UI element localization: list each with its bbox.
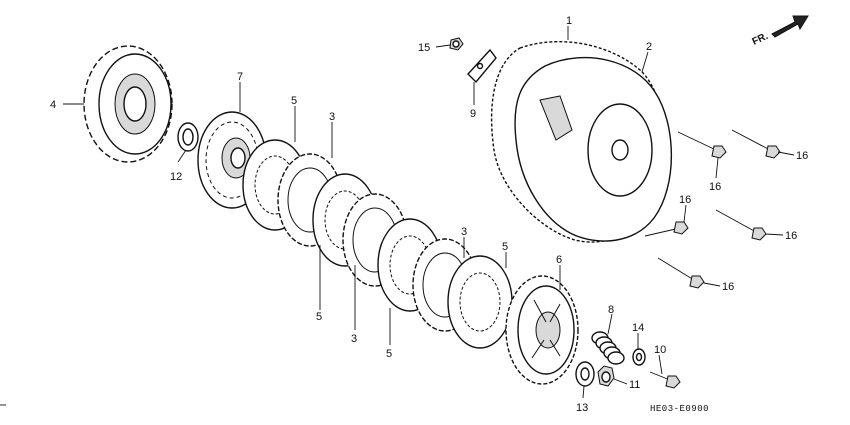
callout-7: 7 — [237, 71, 243, 83]
part-stopper-plate — [467, 48, 497, 84]
part-pressure-plate — [505, 275, 579, 385]
front-direction-arrow: FR. — [751, 15, 809, 48]
callout-14: 14 — [632, 322, 644, 334]
part-clutch-outer — [83, 45, 173, 163]
callout-13: 13 — [576, 402, 588, 414]
callout-8: 8 — [608, 304, 614, 316]
callout-5: 5 — [291, 95, 297, 107]
callout-3: 3 — [329, 111, 335, 123]
callout-6: 6 — [556, 254, 562, 266]
callout-5: 5 — [502, 241, 508, 253]
friction-disc — [447, 255, 513, 349]
callout-16: 16 — [722, 281, 734, 293]
callout-12: 12 — [170, 171, 182, 183]
callout-5: 5 — [386, 348, 392, 360]
callout-10: 10 — [654, 344, 666, 356]
callout-16: 16 — [796, 150, 808, 162]
drawing-code: HE03-E0900 — [650, 404, 709, 414]
callout-11: 11 — [629, 379, 640, 391]
callout-16: 16 — [679, 194, 691, 206]
part-lock-nut — [597, 365, 615, 387]
callout-5: 5 — [316, 311, 322, 323]
front-arrow-icon — [771, 15, 809, 38]
callout-4: 4 — [50, 99, 56, 111]
part-lifter-bolt — [649, 371, 681, 389]
callout-1: 1 — [566, 15, 572, 27]
callout-labels: 1 2 3 3 3 4 5 5 5 5 6 7 8 9 10 11 12 13 … — [50, 15, 808, 414]
callout-16: 16 — [709, 181, 721, 193]
callout-16: 16 — [785, 230, 797, 242]
callout-15: 15 — [418, 42, 430, 54]
callout-9: 9 — [470, 108, 476, 120]
part-spring-washer — [632, 348, 646, 366]
callout-3: 3 — [461, 226, 467, 238]
part-disc-stack — [242, 139, 513, 349]
leader-lines — [63, 26, 795, 399]
part-small-bolt — [449, 37, 464, 51]
callout-3: 3 — [351, 333, 357, 345]
callout-2: 2 — [646, 41, 652, 53]
part-clutch-cover — [514, 56, 673, 242]
part-cover-bolts — [644, 129, 781, 289]
part-washer — [575, 361, 595, 387]
front-label: FR. — [751, 31, 770, 48]
part-thrust-washer — [177, 122, 199, 152]
part-clutch-spring — [591, 331, 625, 365]
